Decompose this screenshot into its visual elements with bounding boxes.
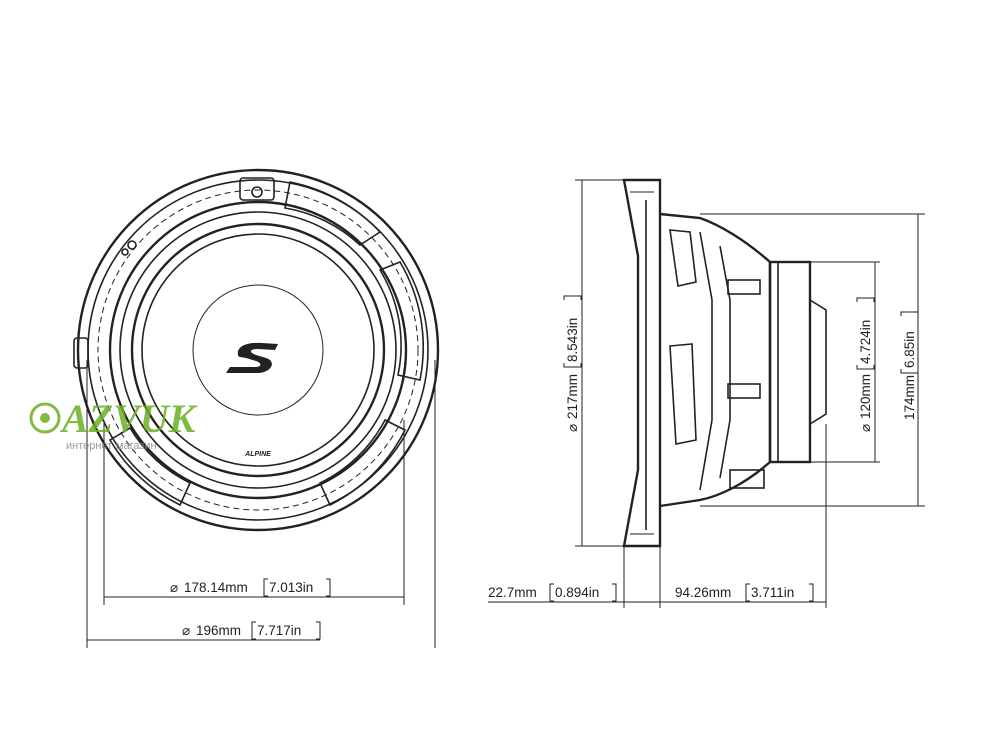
outer-frame-ring [76,168,440,532]
screw-hole-icon [251,186,263,198]
screw-hole-icon [121,248,129,256]
dim-metric: 196mm [196,623,241,638]
dim-imperial: 4.724in [858,320,873,364]
terminal-block [729,469,765,489]
dim-imperial: 7.013in [269,580,313,595]
basket-window [669,343,697,445]
dim-label-flange-depth: 22.7mm 0.894in [488,583,617,602]
dim-metric: 217mm [565,374,580,419]
basket-rib [699,231,713,491]
logo-s-icon [226,342,278,374]
watermark-tagline: интернет-магазин [66,440,157,452]
surround-ring-outer [108,200,408,500]
flange-segment [318,418,407,507]
surround-ring-inner [130,222,386,478]
basket-rib [719,245,731,479]
dim-symbol: ⌀ [170,580,178,595]
dim-label-basket-height: 174mm 6.85in [900,311,919,420]
dust-cap [192,284,324,416]
magnet-back-plate [809,299,827,425]
bracket-icon [900,311,919,374]
flange-segment [108,426,192,507]
dim-symbol: ⌀ [858,424,873,432]
watermark-brand: AZVUK [59,396,198,441]
vent-slot [727,383,761,399]
flange-segment [284,181,382,247]
dim-metric: 174mm [902,375,917,420]
dim-imperial: 3.711in [751,585,794,600]
watermark-speaker-core [40,413,50,423]
dim-label-magnet-diameter: ⌀ 120mm 4.724in [856,297,875,432]
mounting-circle [97,189,419,511]
dim-label-outer-diameter: ⌀ 196mm 7.717in [182,621,321,640]
bracket-icon [856,297,875,370]
dim-symbol: ⌀ [182,623,190,638]
dim-metric: 22.7mm [488,585,537,600]
screw-hole-icon [127,240,137,250]
side-view: ⌀ 217mm 8.543in ⌀ 120mm 4.724in 174mm 6.… [488,178,925,608]
dim-symbol: ⌀ [565,424,580,432]
bracket-icon [251,621,321,640]
side-tab [73,337,89,369]
dim-metric: 178.14mm [184,580,248,595]
bracket-icon [549,583,617,602]
basket-outline [659,212,772,508]
bracket-icon [563,295,582,368]
vent-slot [727,279,761,295]
cone-edge [141,233,375,467]
dim-imperial: 8.543in [565,318,580,362]
basket-window [669,229,697,287]
terminal-tab [239,177,275,201]
dim-imperial: 6.85in [902,331,917,368]
brand-small: ALPINE [244,451,271,458]
front-view: ALPINE ⌀ 178.14mm 7.013in ⌀ 196mm 7.717i… [73,168,440,648]
dim-imperial: 0.894in [555,585,599,600]
surround-ring-mid [119,211,397,489]
flange-profile [622,178,662,548]
watermark: AZVUK интернет-магазин [29,396,198,452]
magnet-assembly [768,260,812,464]
dim-metric: 94.26mm [675,585,731,600]
watermark-speaker-icon [29,402,61,434]
bracket-icon [263,578,331,597]
dim-label-inner-diameter: ⌀ 178.14mm 7.013in [170,578,331,597]
dim-label-mount-depth: 94.26mm 3.711in [675,583,814,602]
dim-metric: 120mm [858,374,873,419]
frame-ring-2 [87,179,429,521]
flange-segment [378,261,425,381]
bracket-icon [745,583,814,602]
dim-imperial: 7.717in [257,623,301,638]
dim-label-overall-diameter: ⌀ 217mm 8.543in [563,295,582,432]
